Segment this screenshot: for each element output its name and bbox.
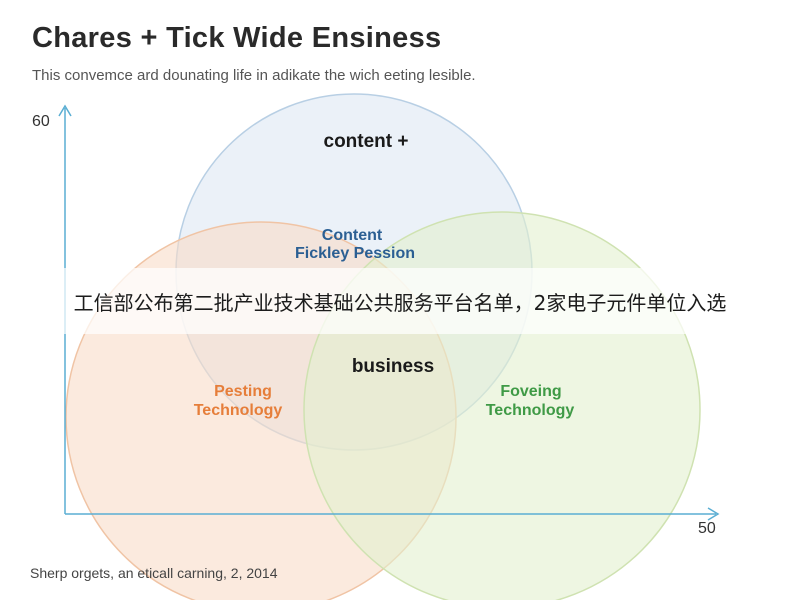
x-axis-arrow <box>707 507 720 521</box>
foveing-label-line2: Technology <box>486 402 575 419</box>
foveing-label-line1: Foveing <box>500 383 561 400</box>
footer-caption: Sherp orgets, an eticall carning, 2, 201… <box>30 565 278 581</box>
y-axis-arrow <box>58 104 72 117</box>
overlay-banner: 工信部公布第二批产业技术基础公共服务平台名单，2家电子元件单位入选 <box>0 268 800 334</box>
top-label: content + <box>324 131 409 152</box>
content-label-line2: Fickley Pession <box>295 245 415 262</box>
page-title: Chares + Tick Wide Ensiness <box>32 22 442 54</box>
content-label-line1: Content <box>322 227 383 244</box>
y-axis-max-label: 60 <box>32 113 50 130</box>
pesting-label-line1: Pesting <box>214 383 272 400</box>
x-axis-max-label: 50 <box>698 520 716 537</box>
pesting-label-line2: Technology <box>194 402 283 419</box>
center-label: business <box>352 356 434 377</box>
page-subtitle: This convemce ard dounating life in adik… <box>32 67 476 84</box>
